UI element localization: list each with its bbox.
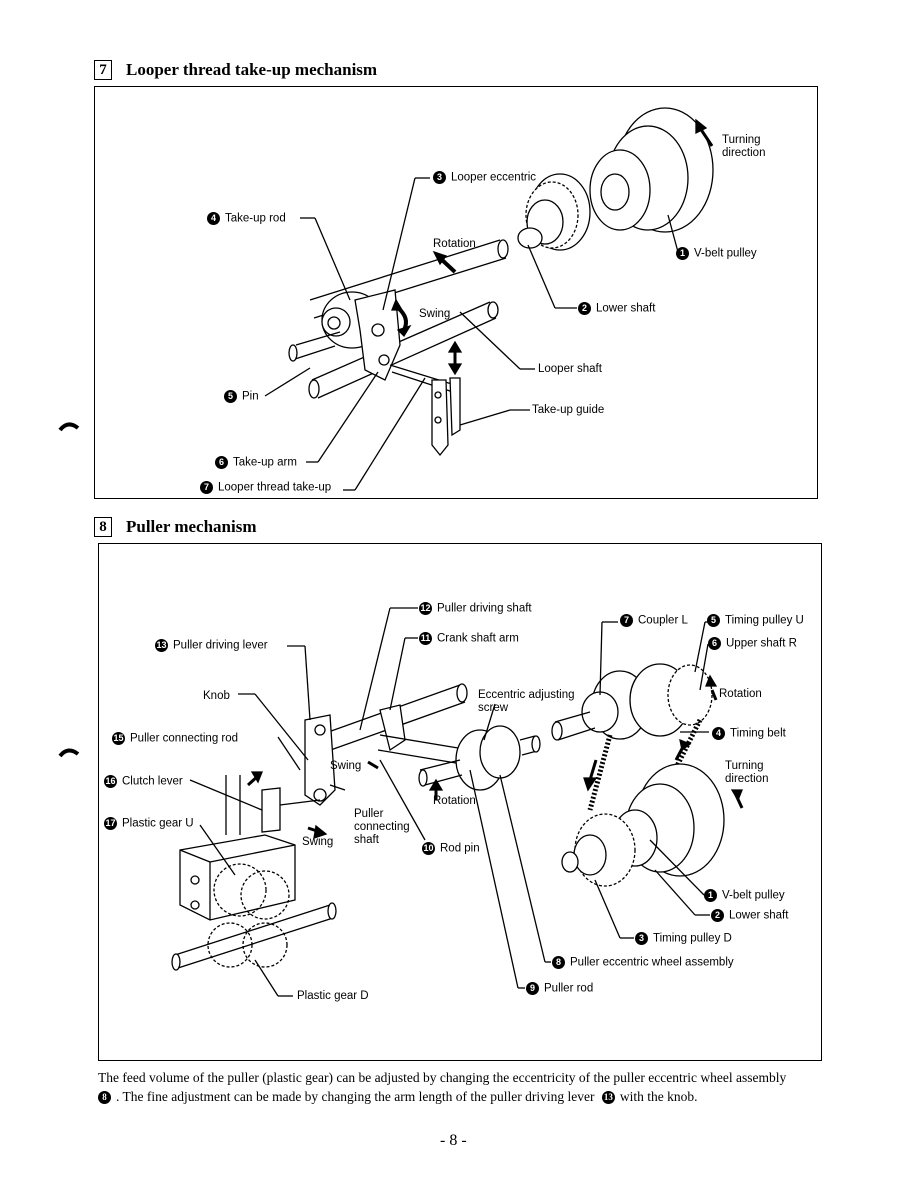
callout-bullet: 4 (712, 727, 725, 740)
label-swing-top-8: Swing (330, 760, 362, 772)
callout-bullet: 2 (711, 909, 724, 922)
callout-bullet: 2 (578, 302, 591, 315)
callout-bullet: 16 (104, 775, 117, 788)
caption-text-2: . The fine adjustment can be made by cha… (116, 1089, 595, 1104)
label-knob: Knob (203, 690, 230, 702)
callout-bullet: 1 (704, 889, 717, 902)
section8-figure-frame (98, 543, 822, 1061)
label-rotation-top-8: Rotation (719, 688, 762, 700)
callout-bullet: 3 (635, 932, 648, 945)
callout-bullet: 12 (419, 602, 432, 615)
callout-bullet: 15 (112, 732, 125, 745)
label-rotation-mid-8: Rotation (433, 795, 476, 807)
callout-bullet: 8 (552, 956, 565, 969)
callout-bullet: 7 (620, 614, 633, 627)
figure-caption: The feed volume of the puller (plastic g… (98, 1068, 828, 1106)
binder-mark-icon (58, 422, 80, 432)
section7-figure-frame (94, 86, 818, 499)
callout-bullet: 5 (224, 390, 237, 403)
label-puller-connecting-shaft: Puller connecting shaft (354, 808, 410, 846)
section7-heading: 7 Looper thread take-up mechanism (94, 60, 377, 80)
section8-title: Puller mechanism (126, 517, 257, 536)
callout-bullet: 10 (422, 842, 435, 855)
label-swing-7: Swing (419, 308, 451, 320)
binder-mark-icon (58, 748, 80, 758)
callout-bullet: 8 (98, 1091, 111, 1105)
section8-heading: 8 Puller mechanism (94, 517, 256, 537)
section7-title: Looper thread take-up mechanism (126, 60, 378, 79)
callout-bullet: 13 (601, 1091, 615, 1105)
label-swing-bottom-8: Swing (302, 836, 334, 848)
callout-bullet: 6 (215, 456, 228, 469)
page-number: - 8 - (440, 1132, 467, 1149)
label-looper-shaft: Looper shaft (538, 363, 602, 375)
label-rotation-7: Rotation (433, 238, 476, 250)
label-turning-direction-8: Turning direction (725, 760, 769, 785)
label-plastic-gear-d: Plastic gear D (297, 990, 369, 1002)
section8-number: 8 (94, 517, 112, 537)
callout-bullet: 6 (708, 637, 721, 650)
callout-bullet: 11 (419, 632, 432, 645)
callout-bullet: 13 (155, 639, 168, 652)
caption-text-3: with the knob. (619, 1089, 698, 1104)
label-turning-direction-7: Turning direction (722, 134, 766, 159)
label-takeup-guide: Take-up guide (532, 404, 605, 416)
label-eccentric-adjusting-screw: Eccentric adjusting screw (478, 689, 575, 714)
callout-bullet: 7 (200, 481, 213, 494)
callout-bullet: 3 (433, 171, 446, 184)
callout-bullet: 1 (676, 247, 689, 260)
callout-bullet: 17 (104, 817, 117, 830)
callout-bullet: 4 (207, 212, 220, 225)
callout-bullet: 9 (526, 982, 539, 995)
caption-text-1: The feed volume of the puller (plastic g… (98, 1070, 787, 1085)
callout-bullet: 5 (707, 614, 720, 627)
section7-number: 7 (94, 60, 112, 80)
